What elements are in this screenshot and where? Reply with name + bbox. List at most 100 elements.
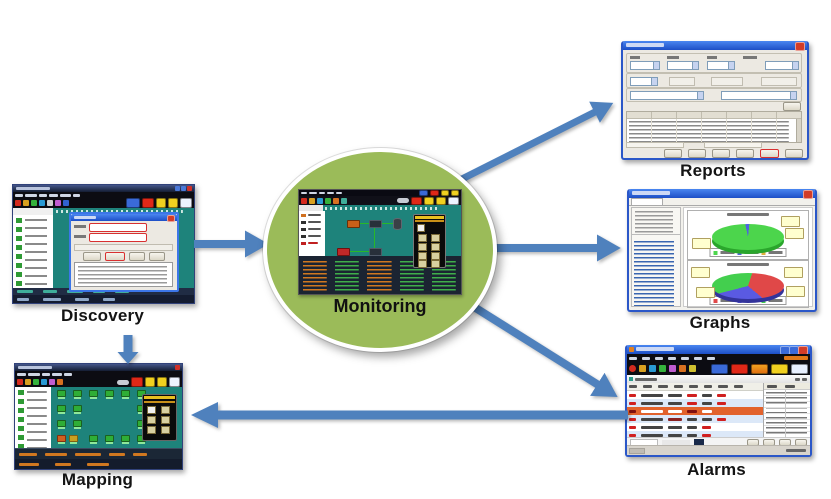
alarm-row [627, 399, 764, 407]
report-time-group [626, 88, 802, 102]
minimize-icon [175, 186, 180, 191]
alarms-menubar [627, 354, 810, 362]
map-icon [317, 197, 323, 204]
user-icon [689, 365, 696, 372]
discovery-menubar [13, 192, 194, 198]
device-icon [31, 200, 37, 206]
lock-icon [25, 379, 31, 385]
availability-pie [712, 224, 784, 250]
search-icon [63, 200, 69, 206]
lock-icon [309, 197, 315, 204]
next-page-button [712, 149, 730, 158]
graphs-tabstrip [629, 198, 815, 206]
start-time-field [630, 91, 704, 100]
alarm-row [627, 431, 764, 439]
critical-badge [142, 198, 154, 208]
router-node [347, 220, 360, 228]
ip-end-field [89, 233, 147, 242]
alarm-node [337, 248, 350, 256]
normal-badge [180, 198, 192, 208]
arrow-alarms-to-mapping [191, 402, 628, 428]
tool-icon [47, 200, 53, 206]
monitoring-label: Monitoring [333, 296, 427, 316]
minor-badge [771, 363, 788, 374]
mapping-titlebar [15, 364, 182, 371]
prev-page-button [688, 149, 706, 158]
filter-icon [669, 365, 676, 372]
reports-title-text [626, 43, 664, 47]
maximize-icon [181, 186, 186, 191]
event-select [765, 61, 799, 70]
normal-badge [791, 363, 808, 374]
graphs-titlebar [629, 189, 815, 199]
alarms-toolbar [627, 362, 810, 375]
mapping-toolbar [15, 377, 182, 387]
stop-alarm-icon [629, 365, 636, 372]
major-badge [145, 377, 155, 387]
chart-icon [341, 197, 347, 204]
critical-badge [731, 363, 748, 374]
discovery-toolbar [13, 198, 194, 208]
query-button [783, 102, 801, 111]
close-icon [187, 186, 192, 191]
map-icon [41, 379, 47, 385]
alarms-window [625, 345, 812, 457]
graphs-sidebar [631, 207, 681, 307]
alarm-row [627, 391, 764, 399]
major-badge [156, 198, 166, 208]
mapping-window [14, 363, 183, 470]
mapping-map-canvas [51, 387, 182, 448]
device-icon [33, 379, 39, 385]
monitoring-legend-panel [299, 211, 326, 256]
close-icon [175, 365, 180, 370]
pie-panel-top [687, 210, 809, 260]
search-box [397, 198, 409, 203]
device-select [630, 77, 658, 86]
alarms-title-text [636, 347, 674, 351]
graphs-title-text [632, 191, 670, 195]
panel-icon [629, 377, 633, 381]
lock-icon [23, 200, 29, 206]
server-node [393, 218, 402, 230]
arrow-monitoring-to-reports [448, 101, 614, 189]
refresh-icon [649, 365, 656, 372]
reports-titlebar [623, 41, 807, 51]
end-time-field [721, 91, 797, 100]
ip-start-field [89, 223, 147, 232]
export-icon [679, 365, 686, 372]
stop-icon [301, 197, 307, 204]
discovery-label: Discovery [60, 306, 145, 325]
monitoring-toolbar [299, 196, 461, 205]
discover-button [83, 252, 101, 261]
stop-button [129, 252, 145, 261]
minor-badge [168, 198, 178, 208]
mapping-label: Mapping [61, 470, 134, 489]
graphs-label: Graphs [689, 313, 751, 332]
community-field [74, 244, 173, 251]
pie-panel-bottom [687, 260, 809, 308]
mapping-device-tree [15, 387, 52, 448]
mapping-statusbar [15, 459, 182, 469]
type-select [667, 61, 699, 70]
alarm-row [627, 415, 764, 423]
graphs-main [683, 207, 813, 308]
discovery-dialog-titlebar [71, 214, 177, 222]
mapping-title-text [18, 366, 52, 369]
alarm-details-panel [763, 383, 810, 438]
close-icon [795, 42, 805, 51]
mapping-status-table [15, 448, 182, 459]
user-icon [49, 379, 55, 385]
alarm-row-selected [627, 407, 764, 415]
last-page-button [736, 149, 754, 158]
reports-window [621, 41, 809, 160]
app-icon [629, 347, 634, 352]
report-scope-group [626, 73, 802, 88]
cancel-button [785, 149, 803, 158]
alarm-icon [57, 379, 63, 385]
total-badge [711, 363, 728, 374]
monitoring-menubar [299, 190, 461, 196]
device-icon [325, 197, 331, 204]
ip-end-label [74, 235, 86, 238]
discovery-titlebar [13, 185, 194, 192]
